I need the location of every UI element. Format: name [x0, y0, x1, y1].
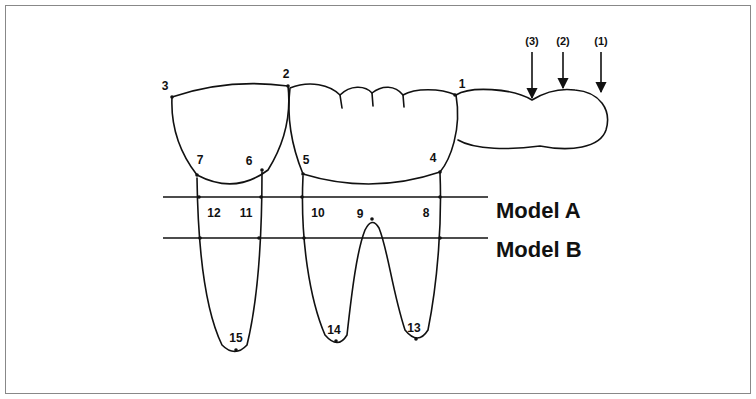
label-holder: 15	[229, 329, 242, 345]
label-holder: (1)	[594, 32, 607, 48]
model-label: Model B	[496, 237, 582, 262]
callout-number: 12	[207, 206, 220, 220]
arrow	[531, 52, 533, 98]
callout-number: 7	[197, 153, 204, 167]
callout-number: 3	[162, 79, 169, 93]
label-holder: 2	[283, 65, 290, 81]
molar-cusp-groove	[340, 93, 404, 108]
callout-number: 4	[430, 151, 437, 165]
label-holder: 6	[246, 152, 253, 168]
label-holder: 11	[240, 204, 253, 220]
molar-crown	[289, 84, 458, 184]
molar-roots	[302, 173, 440, 343]
label-holder: 8	[423, 204, 430, 220]
label-holder: 5	[303, 151, 310, 167]
frame-border	[6, 6, 751, 394]
callout-number: 1	[459, 77, 466, 91]
callout-number: 14	[327, 323, 340, 337]
callout-number: 2	[283, 67, 290, 81]
label-holder: 12	[207, 204, 220, 220]
label-holder: Model A	[496, 200, 581, 222]
label-holder: 9	[357, 205, 364, 221]
premolar-root	[197, 172, 262, 352]
callout-number: 13	[407, 321, 420, 335]
callout-number: 9	[357, 207, 364, 221]
arrow	[600, 52, 602, 92]
label-holder: 7	[197, 151, 204, 167]
arrow-label: (3)	[525, 35, 538, 47]
label-holder: 13	[407, 319, 420, 335]
label-holder: 10	[311, 204, 324, 220]
callout-number: 8	[423, 206, 430, 220]
arrows	[532, 52, 601, 98]
callout-number: 10	[311, 206, 324, 220]
arrow-label: (1)	[594, 35, 607, 47]
label-holder: Model B	[496, 239, 582, 261]
adjacent-tooth	[456, 89, 608, 148]
callout-number: 6	[246, 154, 253, 168]
callout-number: 11	[240, 206, 253, 220]
label-holder: 3	[162, 77, 169, 93]
arrow	[562, 52, 564, 88]
landmark-dots	[170, 84, 457, 352]
label-holder: 14	[327, 321, 340, 337]
label-holder: 4	[430, 149, 437, 165]
callout-number: 15	[229, 331, 242, 345]
premolar-crown	[172, 84, 289, 184]
label-holder: 1	[459, 75, 466, 91]
label-holder: (3)	[525, 32, 538, 48]
callout-number: 5	[303, 153, 310, 167]
model-lines	[163, 197, 488, 238]
label-holder: (2)	[556, 32, 569, 48]
model-label: Model A	[496, 198, 581, 223]
arrow-label: (2)	[556, 35, 569, 47]
